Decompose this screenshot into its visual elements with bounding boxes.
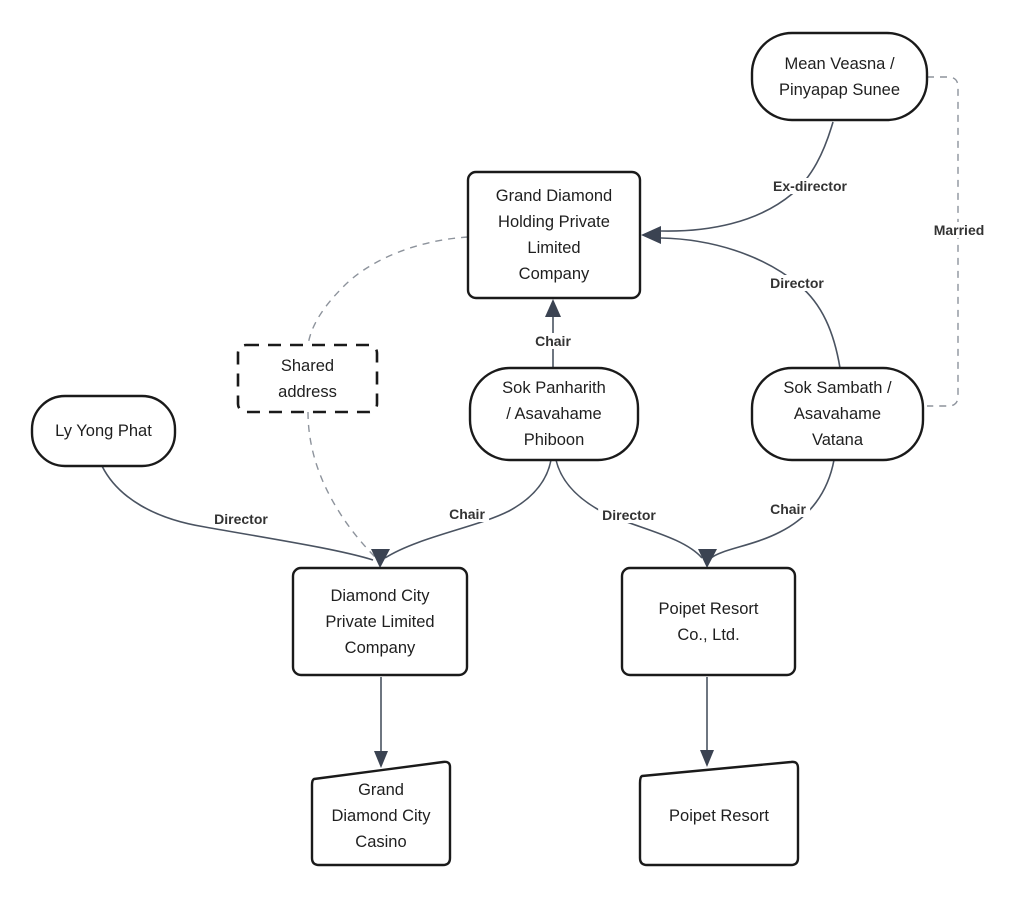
edge-shared-address-lower [307,411,378,560]
node-shape-sok-sambath [750,366,925,462]
arrowhead-into-gdh-bottom [545,299,561,317]
node-shape-mean-veasna [750,31,929,122]
edge-married [927,76,959,407]
edge-chair-dc [384,459,552,559]
node-shape-ly-yong-phat [30,394,177,468]
node-shape-grand-diamond-holding [466,170,642,300]
node-shape-sok-panharith [468,366,640,462]
edge-chair-poipet [710,459,835,559]
node-shape-diamond-city [291,566,469,677]
node-shape-gdc-casino [310,760,452,867]
arrowhead-into-poipet-resort [700,750,714,767]
node-shape-shared-address [236,343,379,414]
edge-director-lyp [101,465,374,561]
node-shape-poipet-co [620,566,797,677]
edge-director-gdh [660,237,841,369]
arrowhead-into-gdh-right [641,226,661,244]
edge-ex-director [660,121,834,232]
arrowhead-into-poipet-co [698,549,717,568]
node-shape-poipet-resort [638,760,800,867]
arrowhead-into-diamond-city [371,549,390,568]
arrowhead-into-casino [374,751,388,768]
edge-shared-address-upper [307,236,469,346]
edge-director-poipet [555,459,703,559]
